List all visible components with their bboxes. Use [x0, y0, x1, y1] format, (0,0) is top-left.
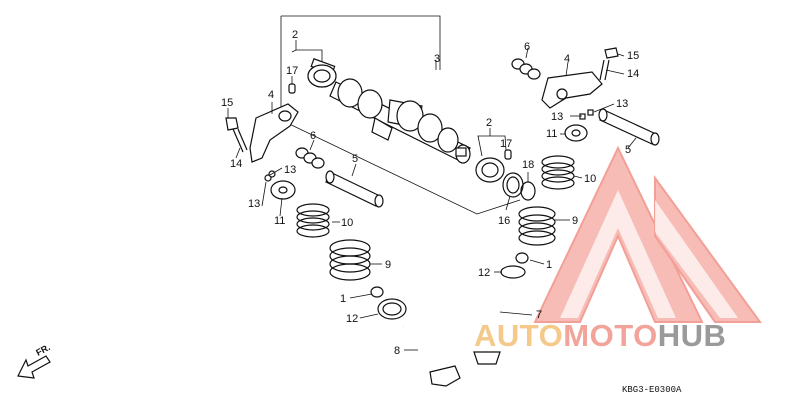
dowel-pin-top [288, 83, 296, 94]
drawing-code: KBG3-E0300A [622, 385, 682, 395]
label-ring-18: 18 [522, 159, 534, 171]
rocker-arm-left [249, 103, 299, 163]
seat-12-right [500, 265, 526, 279]
inner-spring-9-left [329, 239, 371, 281]
label-spring-6-left: 6 [310, 130, 316, 142]
ring-18 [520, 181, 536, 201]
valve-8 [402, 326, 461, 387]
label-seal-16: 16 [498, 215, 510, 227]
arrow-icon [17, 355, 51, 379]
cotter-1-left [370, 286, 384, 298]
camshaft [307, 58, 471, 164]
watermark-moto: MOTO [563, 318, 657, 353]
label-shaft-5-right: 5 [625, 144, 631, 156]
adjust-screw-left [225, 117, 248, 153]
cotter-1-right [515, 252, 529, 264]
leader-lines [227, 40, 637, 351]
label-camshaft: 3 [434, 53, 440, 65]
label-seat-12-right: 12 [478, 267, 490, 279]
valve-7 [473, 283, 512, 365]
seat-12-left [377, 298, 407, 320]
label-screw-left: 15 [221, 97, 233, 109]
adjust-screw-right [599, 47, 619, 81]
front-direction-arrow: FR. [17, 342, 52, 379]
label-nut-left: 14 [230, 158, 242, 170]
rocker-shaft-5-left [325, 170, 384, 208]
label-cotter-1-left: 1 [340, 293, 346, 305]
label-arm-left: 4 [268, 89, 274, 101]
label-pin-13-right-a: 13 [616, 98, 628, 110]
label-arm-right: 4 [564, 53, 570, 65]
spring-6-right [511, 58, 541, 80]
watermark-logo [533, 145, 762, 323]
label-cam-bearing-top: 2 [292, 29, 298, 41]
label-bearing-right: 2 [486, 117, 492, 129]
label-valve-7: 7 [536, 309, 542, 321]
label-spring-9-left: 9 [385, 259, 391, 271]
rocker-arm-right [541, 71, 603, 109]
washer-11-right [564, 124, 588, 142]
seal-ring-16 [502, 172, 524, 198]
svg-text:AUTOMOTOHUB: AUTOMOTOHUB [474, 318, 726, 353]
camshaft-group-frame [280, 15, 521, 215]
spring-6-left [295, 147, 325, 169]
part-labels: 2 3 17 2 17 18 16 4 15 14 6 13 13 11 5 1… [221, 29, 639, 357]
watermark-triangle-outer [533, 145, 704, 323]
label-cotter-1-right: 1 [546, 259, 552, 271]
label-pin-13-left-b: 13 [248, 198, 260, 210]
dowel-pin-right [504, 149, 512, 160]
watermark-text: AUTOMOTOHUB [474, 318, 726, 353]
label-dowel-top: 17 [286, 65, 298, 77]
direction-label: FR. [34, 342, 51, 358]
washer-11-left [270, 180, 296, 200]
label-dowel-right: 17 [500, 138, 512, 150]
label-seat-12-left: 12 [346, 313, 358, 325]
label-washer-11-left: 11 [274, 215, 285, 227]
cam-bearing-top [307, 64, 337, 88]
label-nut-right: 14 [627, 68, 639, 80]
label-spring-9-right: 9 [572, 215, 578, 227]
outer-spring-10-left [296, 203, 330, 238]
label-spring-10-left: 10 [341, 217, 353, 229]
label-pin-13-left-a: 13 [284, 164, 296, 176]
inner-spring-9-right [518, 206, 556, 246]
watermark-hub: HUB [658, 318, 727, 353]
cam-bearing-right [475, 157, 505, 183]
pins-13-right [579, 109, 594, 120]
label-valve-8: 8 [394, 345, 400, 357]
label-pin-13-right-b: 13 [551, 111, 563, 123]
label-washer-11-right: 11 [546, 128, 557, 140]
label-screw-right: 15 [627, 50, 639, 62]
outer-spring-10-right [541, 155, 575, 190]
label-shaft-5-left: 5 [352, 153, 358, 165]
label-spring-6-right: 6 [524, 41, 530, 53]
label-spring-10-right: 10 [584, 173, 596, 185]
rocker-shaft-5-right [598, 108, 660, 146]
watermark-auto: AUTO [474, 318, 563, 353]
